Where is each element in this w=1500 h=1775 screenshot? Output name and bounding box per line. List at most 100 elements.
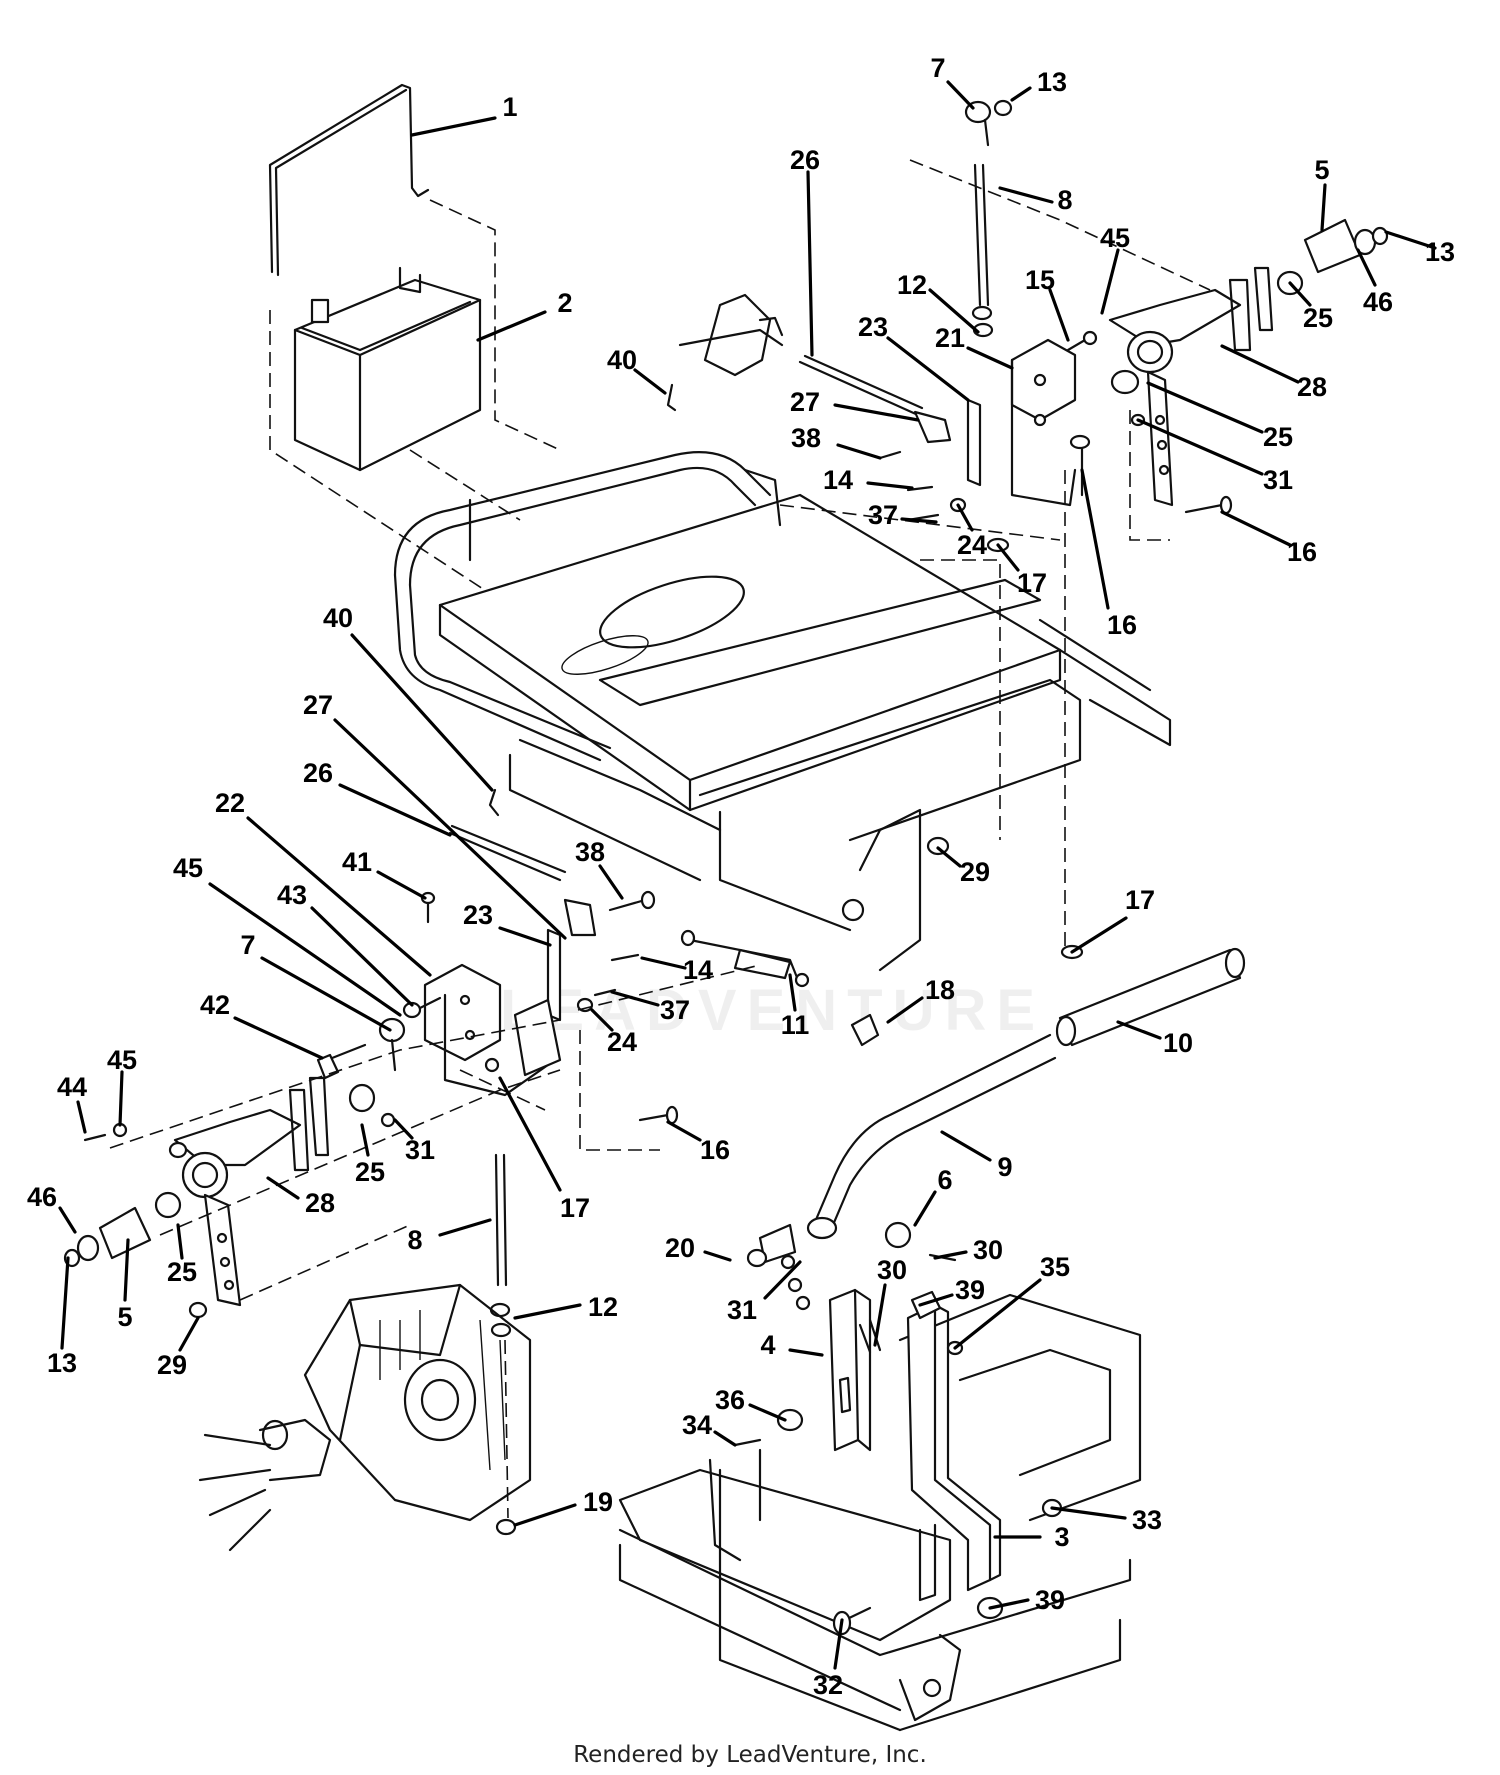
callout-number[interactable]: 46 [27, 1182, 57, 1212]
callout-number[interactable]: 25 [355, 1157, 385, 1187]
mount-bracket-left [758, 1223, 872, 1452]
callout-leader-line [1048, 288, 1070, 342]
guide-line [909, 159, 1211, 291]
callout-leader-line [1220, 510, 1292, 547]
callout-number[interactable]: 31 [1263, 465, 1293, 495]
callout-leader-line [118, 1070, 124, 1127]
callout-number[interactable]: 7 [240, 930, 255, 960]
callout-leader-line [788, 973, 797, 1012]
callout-number[interactable]: 41 [342, 847, 372, 877]
callout-number[interactable]: 34 [682, 1410, 712, 1440]
callout-leader-line [350, 633, 494, 792]
callout-number[interactable]: 3 [1054, 1522, 1069, 1552]
callout-number[interactable]: 33 [1132, 1505, 1162, 1535]
callout-number[interactable]: 23 [463, 900, 493, 930]
callout-leader-line [590, 1008, 614, 1032]
callout-number[interactable]: 4 [760, 1330, 775, 1360]
callout-number[interactable]: 12 [897, 270, 927, 300]
callout-number[interactable]: 39 [1035, 1585, 1065, 1615]
callout-leader-line [333, 718, 567, 940]
callout-number[interactable]: 6 [937, 1165, 952, 1195]
callout-number[interactable]: 24 [607, 1027, 637, 1057]
callout-number[interactable]: 10 [1163, 1028, 1193, 1058]
callout-number[interactable]: 16 [1287, 537, 1317, 567]
callout-number[interactable]: 36 [715, 1385, 745, 1415]
callout-number[interactable]: 43 [277, 880, 307, 910]
callout-leader-line [1136, 418, 1264, 476]
callout-number[interactable]: 7 [930, 53, 945, 83]
callout-number[interactable]: 17 [560, 1193, 590, 1223]
callout-number[interactable]: 15 [1025, 265, 1055, 295]
callout-number[interactable]: 42 [200, 990, 230, 1020]
callout-number[interactable]: 18 [925, 975, 955, 1005]
callout-number[interactable]: 46 [1363, 287, 1393, 317]
callout-number[interactable]: 45 [107, 1045, 137, 1075]
callout-leader-line [1010, 86, 1032, 102]
guide-line [239, 1224, 411, 1301]
callout-number[interactable]: 38 [575, 837, 605, 867]
callout-number[interactable]: 29 [157, 1350, 187, 1380]
callout-number[interactable]: 45 [1100, 223, 1130, 253]
callout-number[interactable]: 14 [683, 955, 713, 985]
callout-number[interactable]: 22 [215, 788, 245, 818]
callout-leader-line [1356, 248, 1377, 287]
callout-leader-line [953, 1278, 1042, 1350]
callout-number[interactable]: 13 [1425, 237, 1455, 267]
callout-number[interactable]: 14 [823, 465, 853, 495]
callout-leader-line [1288, 281, 1312, 307]
callout-number[interactable]: 37 [868, 500, 898, 530]
callout-number[interactable]: 17 [1125, 885, 1155, 915]
callout-number[interactable]: 1 [502, 92, 517, 122]
callout-number[interactable]: 20 [665, 1233, 695, 1263]
callout-leader-line [713, 1430, 737, 1447]
callout-number[interactable]: 5 [1314, 155, 1329, 185]
callout-number[interactable]: 28 [305, 1188, 335, 1218]
callout-number[interactable]: 29 [960, 857, 990, 887]
callout-number[interactable]: 21 [935, 323, 965, 353]
callout-number[interactable]: 26 [790, 145, 820, 175]
callout-number[interactable]: 11 [781, 1010, 810, 1040]
callout-number[interactable]: 31 [727, 1295, 757, 1325]
transaxle [198, 1283, 532, 1552]
callout-number[interactable]: 23 [858, 312, 888, 342]
callout-number[interactable]: 35 [1040, 1252, 1070, 1282]
callout-number[interactable]: 16 [1107, 610, 1137, 640]
callout-number[interactable]: 45 [173, 853, 203, 883]
callout-number[interactable]: 39 [955, 1275, 985, 1305]
callout-number[interactable]: 37 [660, 995, 690, 1025]
callout-leader-line [498, 926, 552, 947]
callout-number[interactable]: 40 [323, 603, 353, 633]
callout-number[interactable]: 25 [1263, 422, 1293, 452]
callout-number[interactable]: 30 [877, 1255, 907, 1285]
guide-line [579, 1030, 660, 1151]
callout-number[interactable]: 31 [405, 1135, 435, 1165]
callout-number[interactable]: 30 [973, 1235, 1003, 1265]
callout-number[interactable]: 27 [303, 690, 333, 720]
control-rod-lower [489, 1153, 517, 1536]
callout-number[interactable]: 24 [957, 530, 987, 560]
callout-number[interactable]: 27 [790, 387, 820, 417]
callout-number[interactable]: 2 [557, 288, 572, 318]
callout-number[interactable]: 8 [1057, 185, 1072, 215]
callout-number[interactable]: 28 [1297, 372, 1327, 402]
callout-number[interactable]: 19 [583, 1487, 613, 1517]
callout-number[interactable]: 5 [117, 1302, 132, 1332]
callout-number[interactable]: 25 [167, 1257, 197, 1287]
callout-number[interactable]: 26 [303, 758, 333, 788]
callout-number[interactable]: 8 [407, 1225, 422, 1255]
callout-number[interactable]: 38 [791, 423, 821, 453]
callout-number[interactable]: 40 [607, 345, 637, 375]
callout-number[interactable]: 17 [1017, 568, 1047, 598]
callout-number[interactable]: 16 [700, 1135, 730, 1165]
callout-leader-line [946, 80, 975, 110]
callout-number[interactable]: 13 [1037, 67, 1067, 97]
callout-number[interactable]: 44 [57, 1072, 87, 1102]
callout-number[interactable]: 25 [1303, 303, 1333, 333]
callout-number[interactable]: 13 [47, 1348, 77, 1378]
callout-number[interactable]: 32 [813, 1670, 843, 1700]
spacer-upper [1276, 218, 1389, 296]
bracket-upper [1010, 338, 1077, 507]
callout-number[interactable]: 12 [588, 1292, 618, 1322]
callout-number[interactable]: 9 [997, 1152, 1012, 1182]
callout-leader-line [208, 882, 402, 1017]
